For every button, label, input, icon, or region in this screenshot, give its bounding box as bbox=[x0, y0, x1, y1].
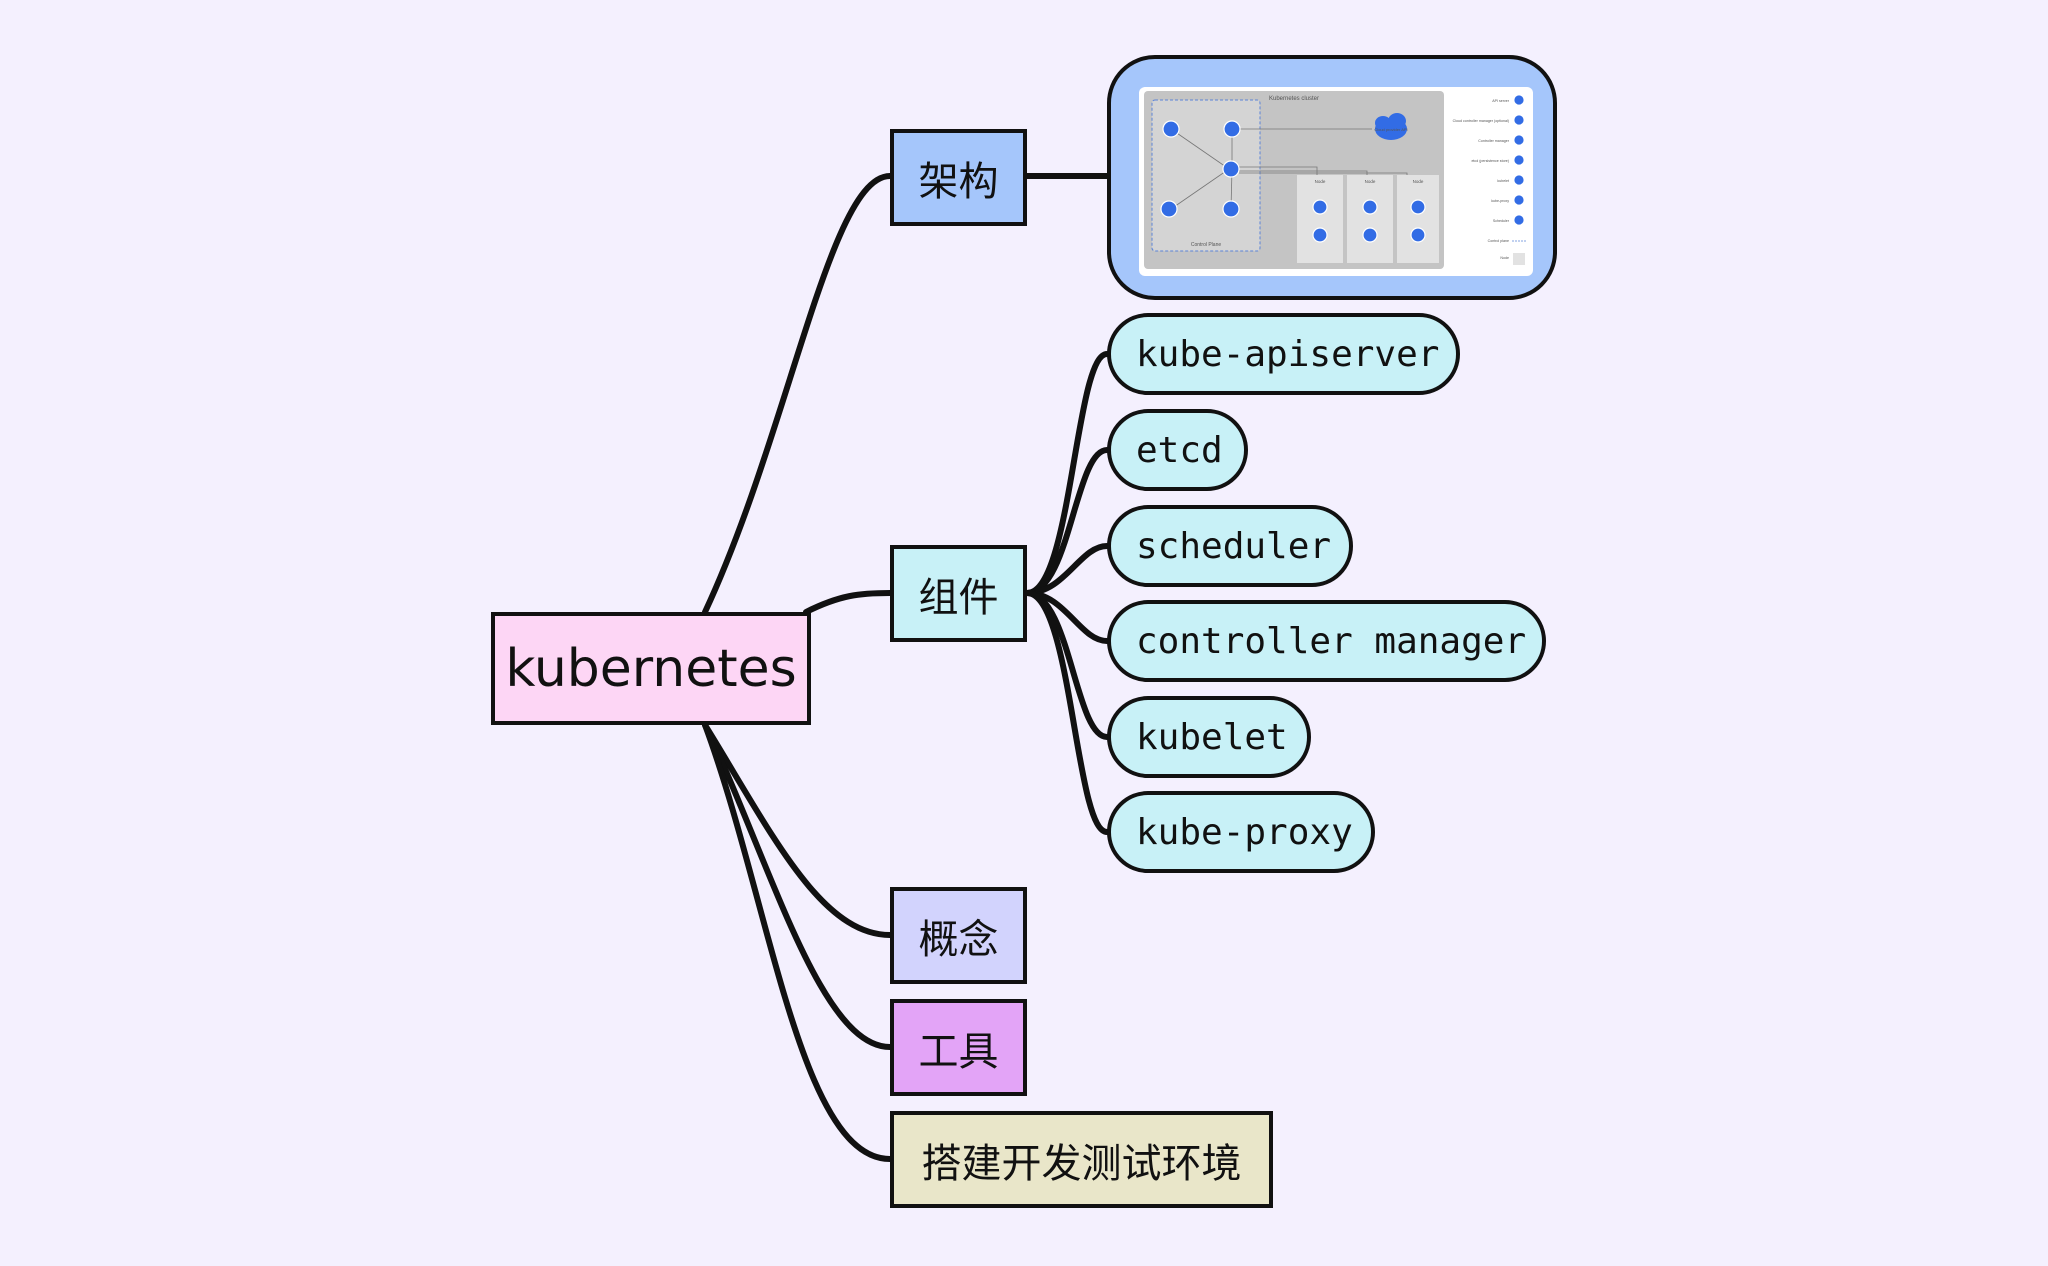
connector-root-concepts bbox=[702, 722, 893, 938]
connector-components-etcd bbox=[1024, 447, 1110, 596]
svg-text:Node: Node bbox=[1315, 179, 1326, 184]
svg-text:API server: API server bbox=[1492, 99, 1510, 103]
connector-root-components bbox=[803, 590, 893, 615]
connector-components-proxy bbox=[1024, 590, 1110, 835]
k8s-component-icons bbox=[1160, 120, 1426, 243]
svg-text:etcd (persistence store): etcd (persistence store) bbox=[1471, 159, 1509, 163]
svg-text:Cloud controller manager (opti: Cloud controller manager (optional) bbox=[1453, 119, 1509, 123]
leaf-kube-proxy[interactable]: kube-proxy bbox=[1107, 791, 1375, 873]
cluster-title: Kubernetes cluster bbox=[1269, 96, 1319, 102]
svg-text:kubelet: kubelet bbox=[1497, 179, 1509, 183]
connector-root-architecture bbox=[702, 173, 893, 615]
architecture-diagram-svg: Kubernetes cluster Control Plane bbox=[1144, 91, 1527, 269]
control-plane-label: Control Plane bbox=[1191, 242, 1222, 248]
svg-text:Scheduler: Scheduler bbox=[1493, 219, 1510, 223]
architecture-diagram-image: Kubernetes cluster Control Plane bbox=[1139, 87, 1533, 276]
branch-architecture[interactable]: 架构 bbox=[890, 129, 1027, 226]
branch-components[interactable]: 组件 bbox=[890, 545, 1027, 642]
leaf-scheduler[interactable]: scheduler bbox=[1107, 505, 1353, 587]
svg-text:Node: Node bbox=[1365, 179, 1376, 184]
connector-components-apiserver bbox=[1024, 351, 1110, 596]
leaf-etcd[interactable]: etcd bbox=[1107, 409, 1248, 491]
svg-text:kube-proxy: kube-proxy bbox=[1491, 199, 1509, 203]
svg-text:Cloud provider API: Cloud provider API bbox=[1374, 127, 1407, 132]
svg-text:Node: Node bbox=[1413, 179, 1424, 184]
branch-tools[interactable]: 工具 bbox=[890, 999, 1027, 1096]
root-node-kubernetes[interactable]: kubernetes bbox=[491, 612, 811, 725]
connector-root-environment bbox=[702, 722, 893, 1162]
connector-components-scheduler bbox=[1024, 543, 1110, 596]
branch-environment[interactable]: 搭建开发测试环境 bbox=[890, 1111, 1273, 1208]
leaf-kubelet[interactable]: kubelet bbox=[1107, 696, 1311, 778]
legend: API server Cloud controller manager (opt… bbox=[1453, 94, 1527, 265]
connector-root-tools bbox=[702, 722, 893, 1050]
node-panels: Node Node Node bbox=[1297, 175, 1439, 263]
cloud-icon: Cloud provider API bbox=[1374, 113, 1408, 140]
branch-concepts[interactable]: 概念 bbox=[890, 887, 1027, 984]
svg-text:Control plane: Control plane bbox=[1488, 239, 1509, 243]
leaf-kube-apiserver[interactable]: kube-apiserver bbox=[1107, 313, 1460, 395]
leaf-controller-manager[interactable]: controller manager bbox=[1107, 600, 1546, 682]
architecture-image-node[interactable]: Kubernetes cluster Control Plane bbox=[1107, 55, 1557, 300]
svg-text:Controller manager: Controller manager bbox=[1478, 139, 1510, 143]
svg-text:Node: Node bbox=[1500, 256, 1509, 260]
